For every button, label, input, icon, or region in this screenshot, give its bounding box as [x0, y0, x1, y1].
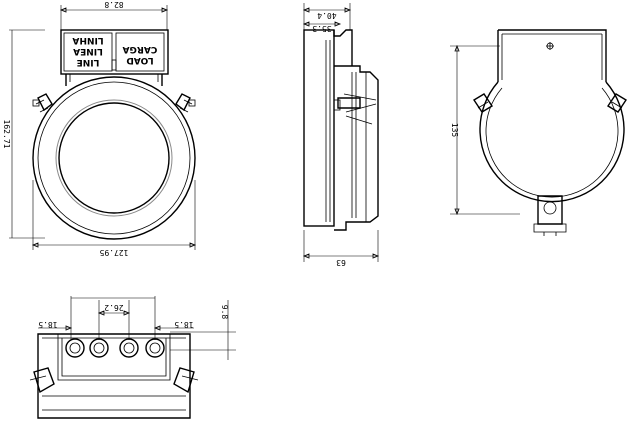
front-clip-right — [175, 93, 196, 113]
front-height-left-label: 162.71 — [2, 120, 11, 149]
terminal-1 — [65, 338, 85, 358]
terminal-4 — [145, 338, 165, 358]
front-width-bottom-label: 127.95 — [99, 248, 128, 257]
rear-clip-right — [607, 93, 627, 113]
front-outer-ring — [32, 76, 196, 240]
side-depth-bottom-label: 63 — [336, 258, 346, 267]
terminal-2 — [89, 338, 109, 358]
bottom-view: 26.2 18.5 18.5 9.8 — [29, 296, 236, 419]
label-line-2: LINEA — [73, 46, 103, 56]
front-width-top-label: 82.8 — [104, 0, 123, 9]
side-depth-top-label: 40.4 — [317, 11, 336, 20]
rear-view: 135 — [450, 29, 627, 236]
side-clip — [333, 93, 377, 125]
bottom-clip-left — [29, 367, 55, 394]
bottom-clip-right — [173, 367, 199, 394]
bottom-offset-left-label: 18.5 — [38, 320, 57, 329]
side-depth-mid-label: 35.3 — [312, 24, 331, 33]
side-view: 40.4 35.3 63 — [302, 3, 380, 267]
bottom-offset-right-label: 18.5 — [174, 320, 193, 329]
terminal-3 — [119, 338, 139, 358]
label-line-3: LINHA — [72, 35, 103, 45]
front-view: 82.8 162.71 LINE LINEA LINHA LOAD CARGA — [2, 0, 197, 257]
front-clip-left — [32, 93, 53, 113]
label-line-1: LINE — [77, 57, 100, 67]
bottom-height-label: 9.8 — [220, 305, 229, 320]
bottom-spacing-center-label: 26.2 — [104, 303, 123, 312]
label-load-1: LOAD — [126, 55, 153, 65]
rear-clip-left — [473, 93, 493, 113]
label-load-2: CARGA — [123, 44, 158, 54]
rear-height-label: 135 — [450, 123, 459, 138]
rear-bottom-lug — [533, 195, 567, 236]
